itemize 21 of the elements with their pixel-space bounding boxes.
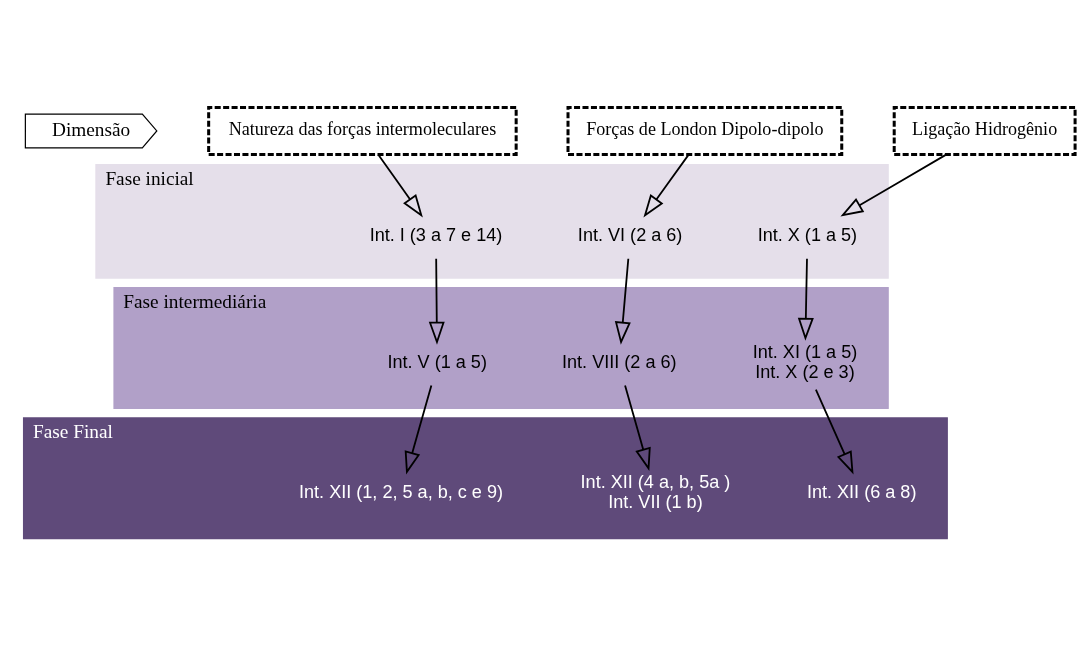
node-text: Int. XII (1, 2, 5 a, b, c e 9) bbox=[299, 482, 503, 503]
node-text: Int. I (3 a 7 e 14) bbox=[369, 225, 503, 246]
arrow bbox=[377, 153, 423, 218]
node-box: Ligação Hidrogênio bbox=[892, 105, 1077, 156]
arrow bbox=[428, 257, 445, 345]
arrow bbox=[840, 153, 948, 217]
node-text: Int. VI (2 a 6) bbox=[577, 225, 683, 246]
node-text: Int. V (1 a 5) bbox=[387, 351, 487, 372]
node-text: Int. XI (1 a 5) Int. X (2 e 3) bbox=[752, 341, 858, 383]
node-box: Natureza das forças intermoleculares bbox=[207, 105, 518, 156]
arrow bbox=[815, 388, 854, 475]
node-text: Int. XII (4 a, b, 5a ) Int. VII (1 b) bbox=[580, 471, 731, 513]
node-box: Forças de London Dipolo-dipolo bbox=[566, 105, 844, 156]
arrow bbox=[614, 257, 631, 345]
arrow bbox=[404, 384, 433, 475]
node-text: Int. X (1 a 5) bbox=[757, 225, 858, 246]
arrow bbox=[643, 153, 690, 218]
arrow bbox=[624, 384, 651, 471]
node-text: Int. XII (6 a 8) bbox=[806, 482, 917, 503]
arrow bbox=[797, 257, 814, 341]
node-text: Int. VIII (2 a 6) bbox=[561, 351, 677, 372]
